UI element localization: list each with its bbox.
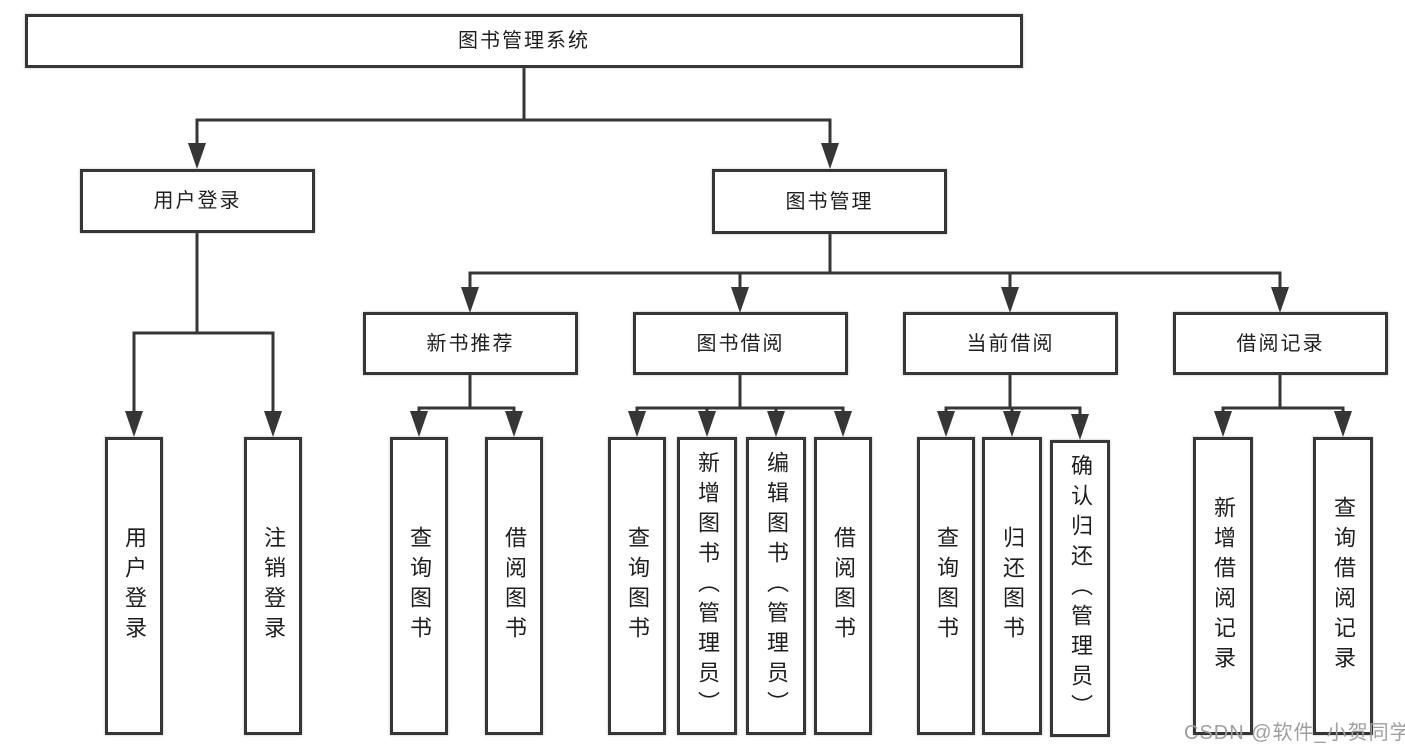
- leaf-borrow-query-books: 查询图书: [608, 437, 666, 735]
- leaf-query-borrow-record: 查询借阅记录: [1313, 437, 1373, 735]
- leaf-confirm-return-admin: 确认归还（管理员）: [1050, 440, 1110, 737]
- leaf-borrow-books: 借阅图书: [814, 437, 872, 735]
- arrowhead-icon: [125, 143, 1352, 440]
- csdn-watermark: CSDN @软件_小贺同学: [1184, 722, 1405, 744]
- node-borrowing-records: 借阅记录: [1173, 312, 1388, 375]
- node-current-borrowing: 当前借阅: [903, 312, 1118, 375]
- node-book-management: 图书管理: [712, 169, 947, 234]
- leaf-return-books: 归还图书: [982, 437, 1042, 735]
- node-user-login: 用户登录: [80, 169, 315, 233]
- leaf-add-books-admin: 新增图书（管理员）: [677, 437, 737, 735]
- leaf-recommend-query-books: 查询图书: [390, 437, 448, 735]
- leaf-add-borrow-record: 新增借阅记录: [1193, 437, 1253, 735]
- leaf-logout: 注销登录: [244, 437, 302, 735]
- node-book-borrowing: 图书借阅: [633, 312, 848, 375]
- leaf-edit-books-admin: 编辑图书（管理员）: [746, 437, 806, 735]
- node-new-book-recommendation: 新书推荐: [363, 312, 578, 375]
- leaf-current-query-books: 查询图书: [917, 437, 975, 735]
- tree-edge-lines: [132, 66, 1345, 432]
- leaf-recommend-borrow-books: 借阅图书: [485, 437, 543, 735]
- node-library-management-system: 图书管理系统: [25, 14, 1023, 68]
- leaf-user-login: 用户登录: [105, 437, 163, 735]
